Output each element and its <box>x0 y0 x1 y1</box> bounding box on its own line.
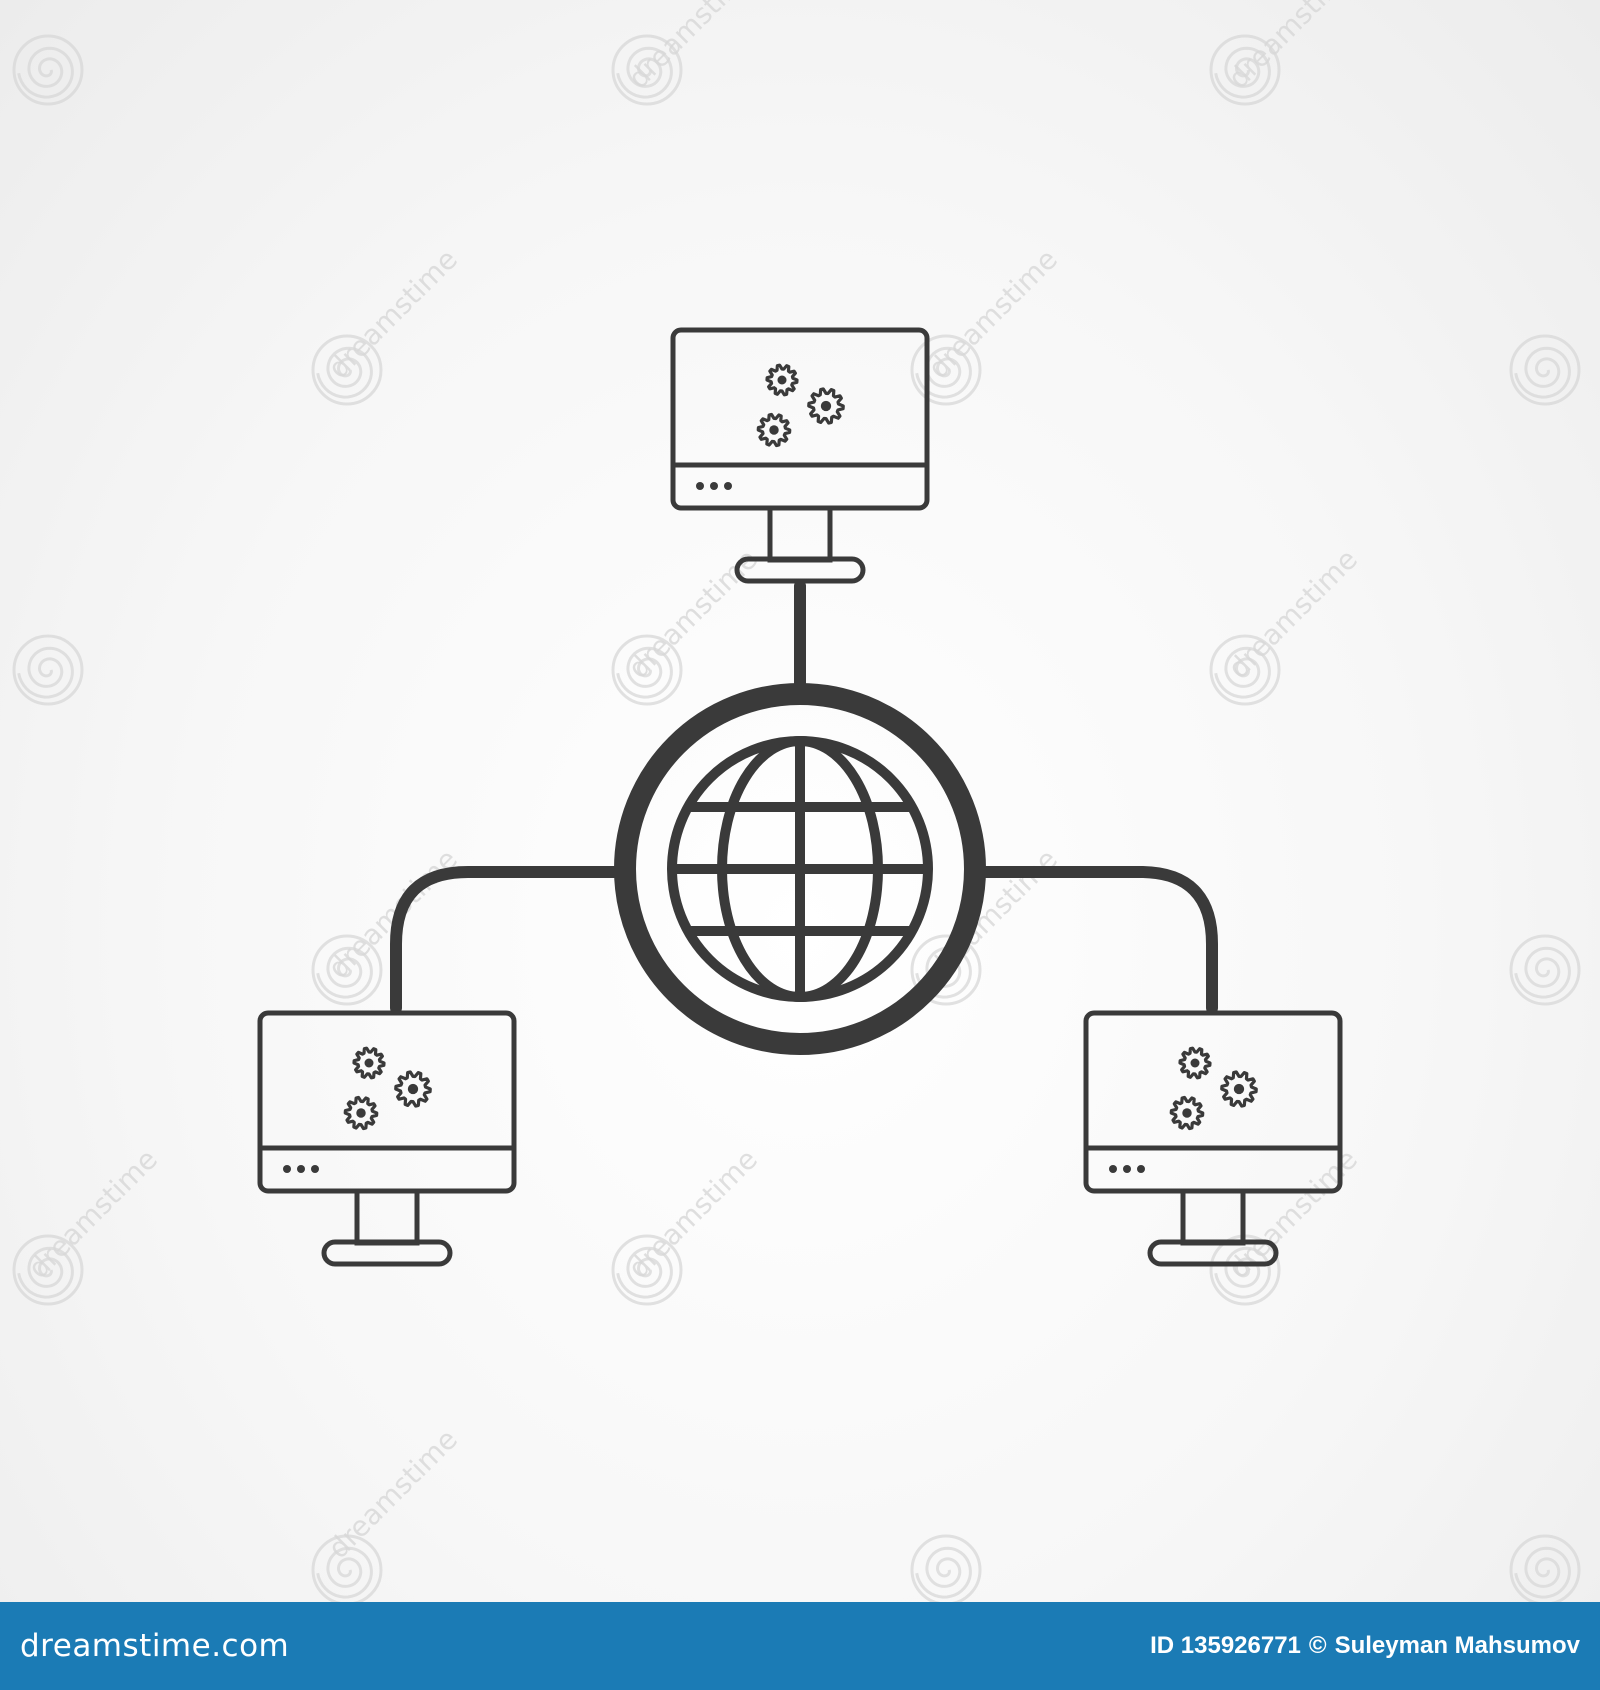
footer-credit: ID 135926771 © Suleyman Mahsumov <box>1150 1632 1580 1660</box>
gear-icon <box>807 387 845 425</box>
monitor-stand <box>1147 1188 1279 1267</box>
status-dots <box>1109 1165 1145 1173</box>
watermark-text: dreamstime <box>622 1143 764 1285</box>
watermark-text: dreamstime <box>922 243 1064 385</box>
monitor-screen <box>670 327 930 511</box>
connector-right <box>980 866 1218 1014</box>
watermark-text: dreamstime <box>322 1423 464 1565</box>
footer-brand: dreamstime.com <box>20 1628 289 1664</box>
footer-bar: dreamstime.com ID 135926771 © Suleyman Mah… <box>0 1602 1600 1690</box>
spiral-watermark-icon <box>1509 1534 1581 1606</box>
monitor-stand <box>321 1188 453 1267</box>
author-name: Suleyman Mahsumov <box>1334 1632 1580 1659</box>
monitor-icon-right <box>1083 1010 1343 1267</box>
watermark-text: dreamstime <box>22 1143 164 1285</box>
image-id: ID 135926771 <box>1150 1632 1301 1659</box>
gear-icon <box>756 412 792 448</box>
gear-icon <box>1169 1095 1205 1131</box>
spiral-watermark-icon <box>1209 634 1281 706</box>
diagram-canvas: dreamstime dreamstime dreamstime dreamstime… <box>12 0 1581 1606</box>
watermark-text: dreamstime <box>1222 543 1364 685</box>
network-diagram: dreamstime dreamstime dreamstime dreamstime… <box>12 0 1581 1606</box>
spiral-watermark-icon <box>12 1234 84 1306</box>
monitor-screen <box>1083 1010 1343 1194</box>
spiral-watermark-icon <box>1509 334 1581 406</box>
gear-icon <box>394 1070 432 1108</box>
watermark-text: dreamstime <box>622 543 764 685</box>
connector-left <box>390 866 620 1014</box>
gear-icon <box>352 1046 386 1080</box>
status-dots <box>696 482 732 490</box>
monitor-icon-top <box>670 327 930 584</box>
spiral-watermark-icon <box>311 334 383 406</box>
spiral-watermark-icon <box>12 634 84 706</box>
spiral-watermark-icon <box>311 934 383 1006</box>
watermark-text: dreamstime <box>322 243 464 385</box>
spiral-watermark-icon <box>611 1234 683 1306</box>
gear-icon <box>1178 1046 1212 1080</box>
spiral-watermark-icon <box>910 334 982 406</box>
spiral-watermark-icon <box>1209 34 1281 106</box>
spiral-watermark-icon <box>12 34 84 106</box>
gear-icon <box>343 1095 379 1131</box>
copyright-symbol: © <box>1308 1632 1327 1659</box>
globe-icon <box>614 683 986 1055</box>
monitor-stand <box>734 505 866 584</box>
gear-icon <box>1220 1070 1258 1108</box>
monitor-icon-left <box>257 1010 517 1267</box>
spiral-watermark-icon <box>910 1534 982 1606</box>
brand-text: dreamstime.com <box>20 1628 290 1664</box>
monitor-screen <box>257 1010 517 1194</box>
spiral-watermark-icon <box>611 34 683 106</box>
gear-icon <box>765 363 799 397</box>
spiral-watermark-icon <box>611 634 683 706</box>
spiral-watermark-icon <box>1509 934 1581 1006</box>
status-dots <box>283 1165 319 1173</box>
